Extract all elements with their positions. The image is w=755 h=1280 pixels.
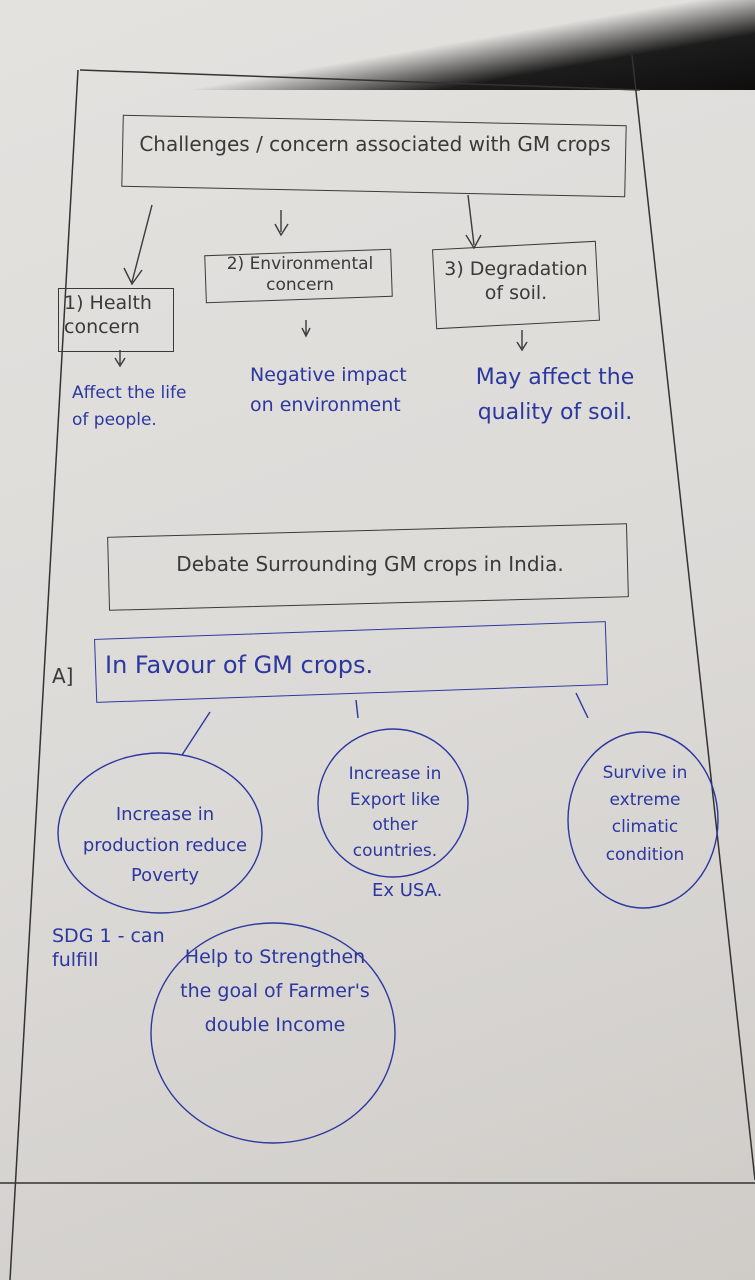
soil-degradation-label: 3) Degradation of soil. xyxy=(444,258,588,304)
challenges-title: Challenges / concern associated with GM … xyxy=(139,132,611,156)
export-example: Ex USA. xyxy=(372,880,443,901)
soil-effect: May affect the quality of soil. xyxy=(475,365,635,426)
favour-point-export: Increase in Export like other countries. xyxy=(348,764,442,861)
health-effect: Affect the life of people. xyxy=(72,383,187,431)
favour-point-climate: Survive in extreme climatic condition xyxy=(602,763,688,865)
debate-title: Debate Surrounding GM crops in India. xyxy=(176,552,564,576)
health-concern-label: 1) Health concern xyxy=(64,292,152,338)
favour-point-production: Increase in production reduce Poverty xyxy=(82,804,248,887)
sdg-note: SDG 1 - can fulfill xyxy=(52,925,165,971)
environmental-concern-label: 2) Environmental concern xyxy=(226,254,374,296)
background-shadow xyxy=(0,0,755,90)
section-marker: A] xyxy=(52,664,74,688)
environment-effect: Negative impact on environment xyxy=(250,364,407,417)
favour-point-farmer-income: Help to Strengthen the goal of Farmer's … xyxy=(180,946,370,1037)
in-favour-title: In Favour of GM crops. xyxy=(105,651,374,679)
health-box xyxy=(58,288,174,352)
